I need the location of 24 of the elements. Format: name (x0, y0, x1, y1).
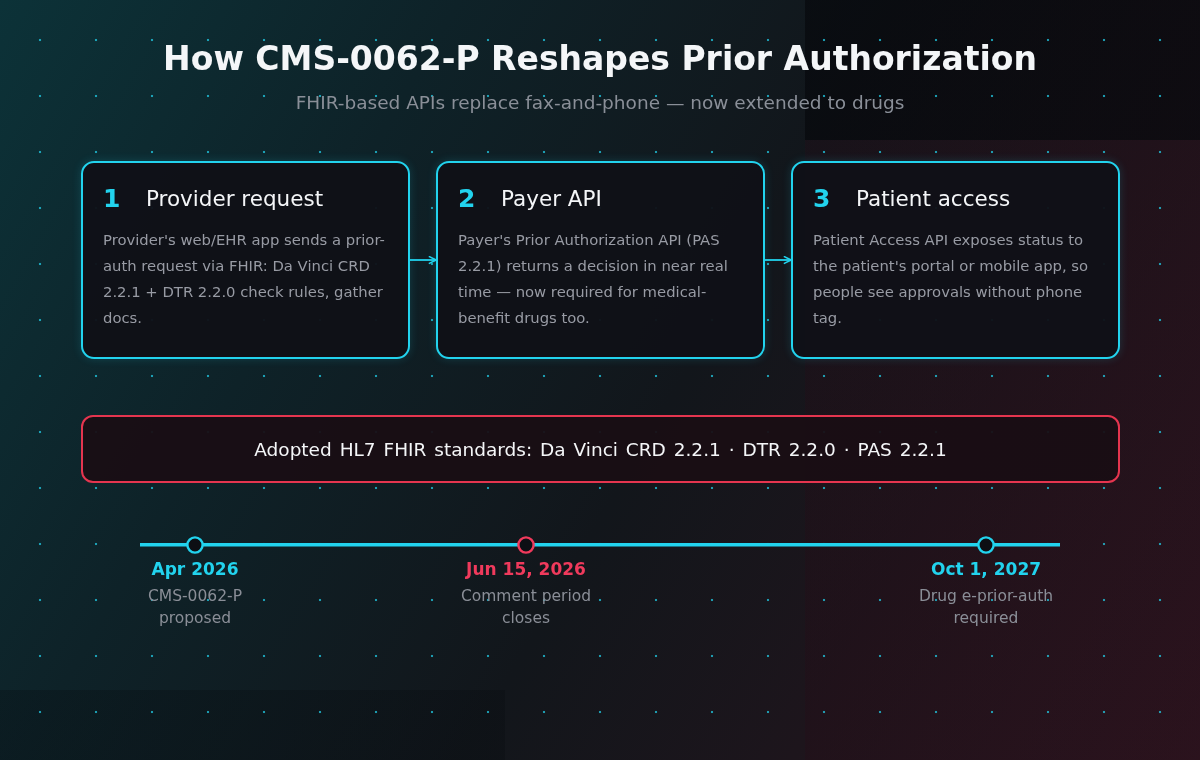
title: How CMS-0062-P Reshapes Prior Authorization (163, 38, 1037, 80)
step-number: 2 (458, 184, 477, 214)
milestone-description: CMS-0062-P proposed (147, 586, 243, 629)
step-number: 1 (103, 184, 122, 214)
milestone-description: Drug e-prior-auth required (917, 586, 1055, 629)
milestone-description: Comment period closes (459, 586, 593, 629)
step-card (436, 161, 765, 359)
step-heading: Provider request (146, 185, 324, 213)
step-description: Provider's web/EHR app sends a prior-auth request via FHIR: Da Vinci CRD 2.2.1 + DTR 2.2.0 check rules, gather docs. (103, 230, 386, 328)
step-number: 3 (813, 184, 832, 214)
arrow (764, 255, 792, 265)
milestone-date: Jun 15, 2026 (466, 558, 586, 581)
standards-text: Adopted HL7 FHIR standards: Da Vinci CRD 2.2.1 · DTR 2.2.0 · PAS 2.2.1 (254, 438, 947, 460)
step-card (791, 161, 1120, 359)
standards-banner (81, 415, 1120, 483)
step-card (81, 161, 410, 359)
step-heading: Payer API (501, 185, 602, 213)
arrow (409, 255, 437, 265)
step-description: Patient Access API exposes status to the patient's portal or mobile app, so people see approvals without phone tag. (813, 230, 1090, 328)
subtitle: FHIR-based APIs replace fax-and-phone — now extended to drugs (295, 91, 905, 115)
step-heading: Patient access (856, 185, 1011, 213)
step-description: Payer's Prior Authorization API (PAS 2.2.1) returns a decision in near real time — now required for medical-benefit drugs too. (458, 230, 729, 328)
milestone-date: Apr 2026 (151, 558, 239, 581)
milestone-date: Oct 1, 2027 (930, 558, 1042, 581)
